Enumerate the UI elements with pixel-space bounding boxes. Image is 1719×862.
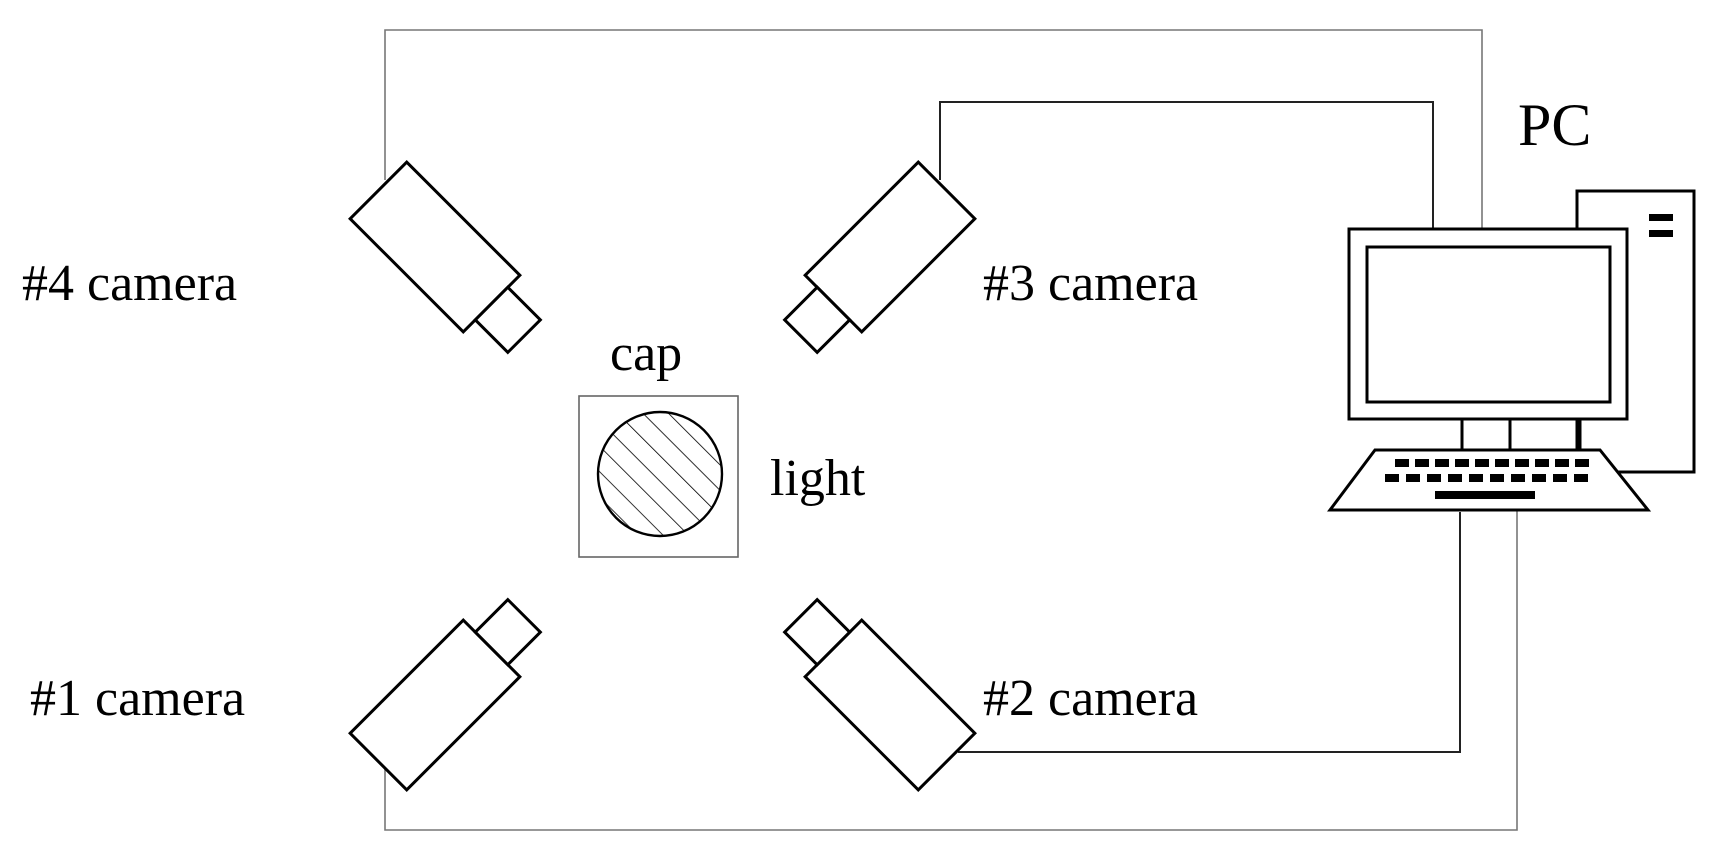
desktop-pc-icon [1327, 189, 1696, 512]
pc-label: PC [1518, 92, 1591, 158]
keyboard-key [1406, 474, 1420, 482]
keyboard-key [1495, 459, 1509, 467]
keyboard-key [1435, 459, 1449, 467]
keyboard-key [1574, 474, 1588, 482]
keyboard-key [1515, 459, 1529, 467]
keyboard-key [1511, 474, 1525, 482]
cables [384, 29, 1518, 831]
cable-camera1-to-pc [384, 508, 1518, 831]
pc-screen [1365, 245, 1612, 404]
keyboard-key [1532, 474, 1546, 482]
cable-camera2-to-pc [958, 512, 1461, 753]
camera-2-icon [782, 597, 977, 792]
camera4-label: #4 camera [22, 255, 237, 312]
camera-1-icon [348, 597, 543, 792]
pc-tower-slot [1649, 214, 1673, 221]
camera2-label: #2 camera [983, 670, 1198, 727]
light-label: light [770, 450, 866, 507]
cap-label: cap [610, 325, 682, 382]
camera-4-icon [348, 160, 543, 355]
keyboard-key [1575, 459, 1589, 467]
keyboard-key [1448, 474, 1462, 482]
camera1-label: #1 camera [30, 670, 245, 727]
keyboard-key [1455, 459, 1469, 467]
cable-camera4-to-pc [384, 29, 1483, 232]
cap-disc [596, 410, 724, 538]
keyboard-key [1555, 459, 1569, 467]
keyboard-key [1490, 474, 1504, 482]
pc-tower-slot [1649, 230, 1673, 237]
keyboard-spacebar [1435, 491, 1535, 499]
camera3-label: #3 camera [983, 255, 1198, 312]
keyboard-key [1475, 459, 1489, 467]
keyboard-key [1415, 459, 1429, 467]
keyboard-key [1427, 474, 1441, 482]
keyboard-key [1535, 459, 1549, 467]
keyboard-keys [1385, 459, 1589, 482]
keyboard-key [1469, 474, 1483, 482]
keyboard-key [1385, 474, 1399, 482]
keyboard-key [1553, 474, 1567, 482]
keyboard-key [1395, 459, 1409, 467]
camera-3-icon [782, 160, 977, 355]
cable-camera3-to-pc [939, 101, 1434, 232]
cap-icon [578, 395, 739, 558]
